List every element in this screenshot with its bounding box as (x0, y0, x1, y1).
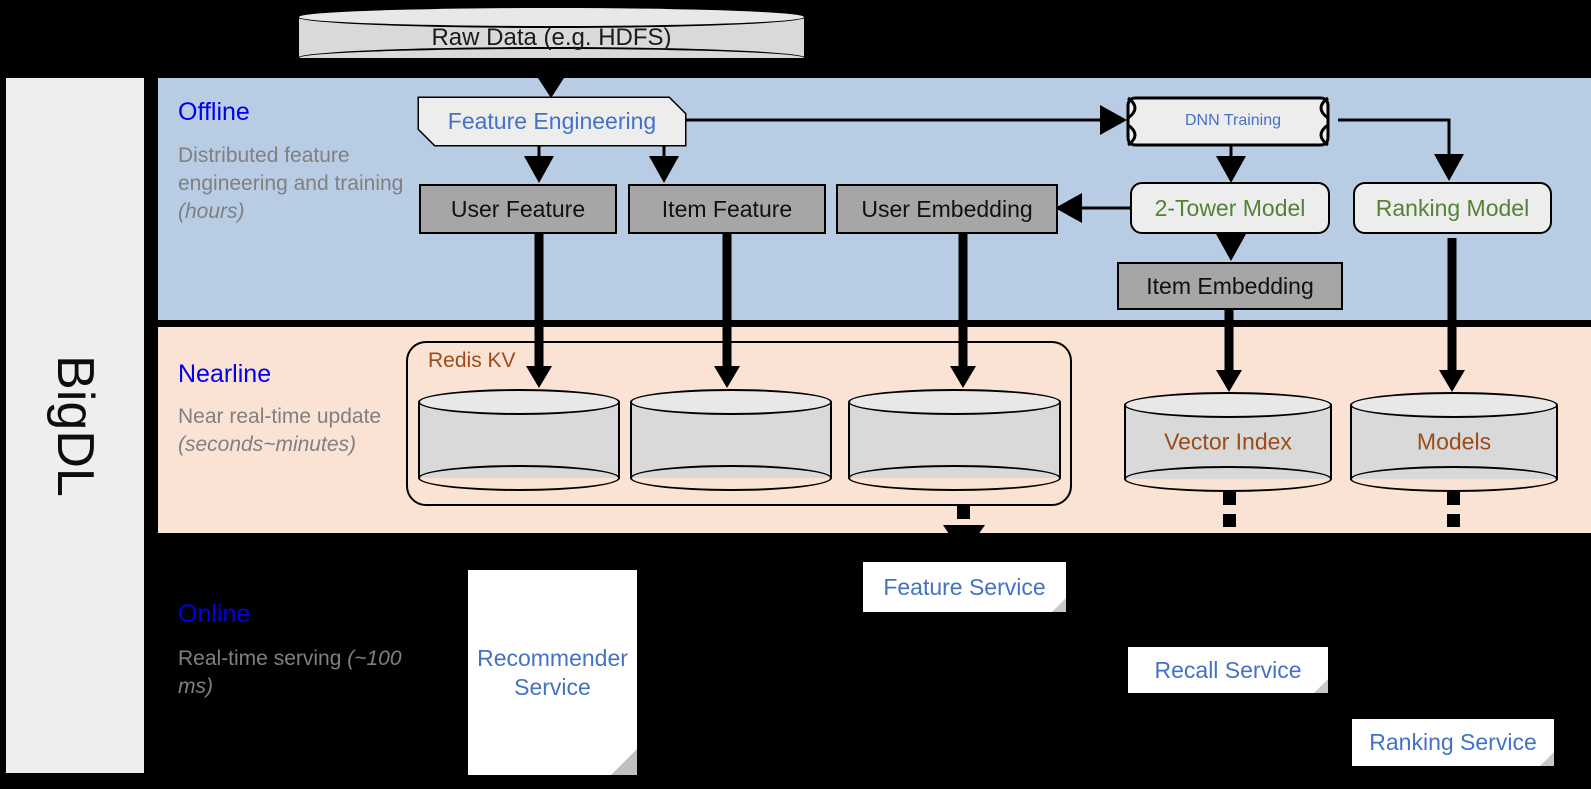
nearline-subtitle-text: Near real-time update (178, 405, 382, 428)
offline-subtitle-emphasis: (hours) (178, 199, 245, 223)
cylinder-top (1350, 392, 1558, 418)
node-feature-service[interactable]: Feature Service (863, 562, 1066, 612)
node-item-embedding[interactable]: Item Embedding (1117, 262, 1343, 310)
node-recall-service[interactable]: Recall Service (1128, 647, 1328, 693)
node-ranking-service[interactable]: Ranking Service (1352, 719, 1554, 766)
models-label: Models (1416, 428, 1492, 455)
node-recommender-service[interactable]: Recommender Service (468, 570, 637, 775)
offline-band-title: Offline (178, 98, 250, 126)
node-item-feature[interactable]: Item Feature (628, 184, 826, 234)
node-user-feature[interactable]: User Feature (419, 184, 617, 234)
cylinder-top (1124, 392, 1332, 418)
cylinder-bottom (1124, 466, 1332, 492)
online-band-title: Online (178, 600, 251, 628)
cylinder-bottom (1350, 466, 1558, 492)
nearline-subtitle-emphasis: (seconds~minutes) (178, 432, 356, 456)
raw-data-cylinder: Raw Data (e.g. HDFS) (297, 6, 806, 69)
online-band-subtitle: Real-time serving (~100 ms) (178, 645, 413, 701)
redis-kv-label: Redis KV (424, 349, 520, 373)
node-ranking-model[interactable]: Ranking Model (1353, 182, 1552, 234)
cylinder-top (630, 389, 832, 415)
node-feature-engineering[interactable]: Feature Engineering (419, 98, 685, 145)
raw-data-label: Raw Data (e.g. HDFS) (431, 23, 672, 51)
cylinder-top (848, 389, 1061, 415)
cylinder-top (297, 6, 806, 28)
redis-kv-container (406, 341, 1072, 506)
offline-band-subtitle: Distributed feature engineering and trai… (178, 142, 413, 226)
node-dnn-training[interactable]: DNN Training (1184, 112, 1282, 130)
nearline-band-subtitle: Near real-time update (seconds~minutes) (178, 403, 413, 459)
cylinder-bottom (848, 465, 1061, 491)
offline-subtitle-text: Distributed feature engineering and trai… (178, 144, 404, 195)
nearline-band-title: Nearline (178, 360, 272, 388)
store-user-feature-cylinder[interactable] (418, 389, 620, 491)
cylinder-top (418, 389, 620, 415)
cylinder-bottom (297, 47, 806, 69)
bigdl-label: BigDL (46, 354, 104, 497)
store-item-feature-cylinder[interactable] (630, 389, 832, 491)
node-user-embedding[interactable]: User Embedding (836, 184, 1058, 234)
models-cylinder[interactable]: Models (1350, 392, 1558, 492)
cylinder-bottom (418, 465, 620, 491)
node-two-tower-model[interactable]: 2-Tower Model (1130, 182, 1330, 234)
cylinder-bottom (630, 465, 832, 491)
online-subtitle-emphasis: (~100 ms) (178, 647, 402, 698)
bigdl-sidebar: BigDL (6, 78, 144, 773)
store-user-embedding-cylinder[interactable] (848, 389, 1061, 491)
vector-index-cylinder[interactable]: Vector Index (1124, 392, 1332, 492)
online-subtitle-text: Real-time serving (178, 647, 348, 670)
vector-index-label: Vector Index (1164, 428, 1292, 455)
